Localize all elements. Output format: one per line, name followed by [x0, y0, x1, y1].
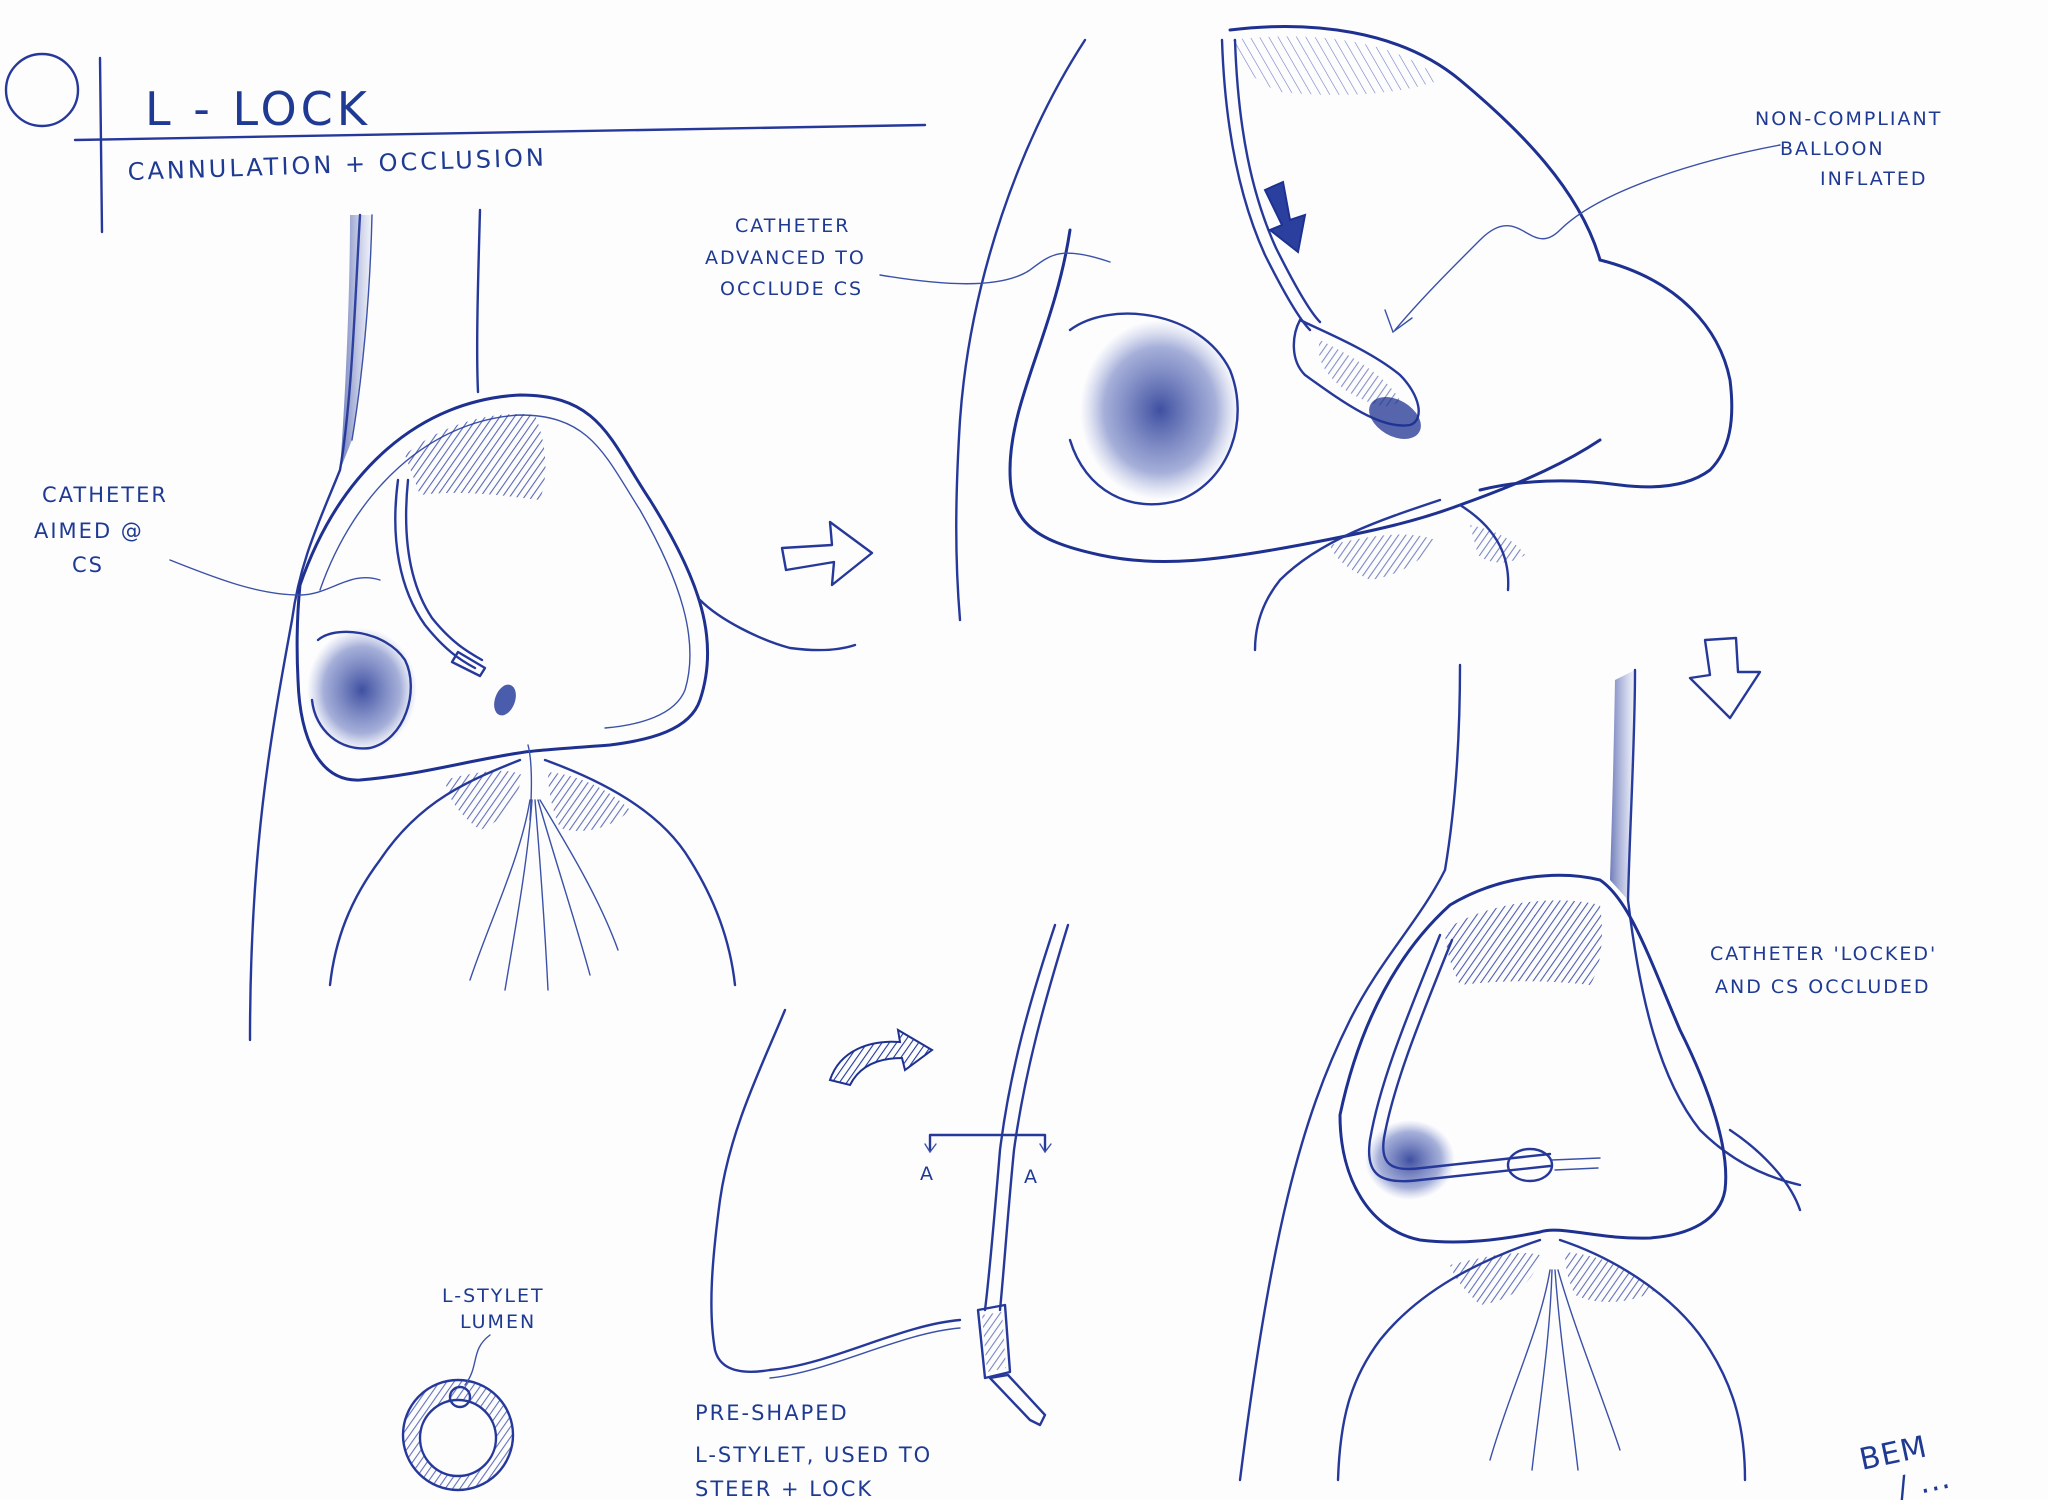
- leader-balloon-head: [1384, 309, 1413, 334]
- label-catheter-advanced-1: CATHETER: [735, 215, 851, 237]
- label-pre-shaped-2: L-STYLET, USED TO: [695, 1443, 932, 1467]
- crosshair-vertical: [98, 56, 104, 234]
- outer-wall-left: [955, 38, 1087, 622]
- stylet-shaft: [983, 923, 1057, 1312]
- cs-ostium-shade: [307, 628, 417, 752]
- label-catheter-aimed-2: AIMED @: [34, 519, 144, 543]
- solid-arrow-down-icon: [1263, 180, 1307, 254]
- curved-arrow-icon: [828, 1028, 934, 1087]
- label-balloon-1: NON-COMPLIANT: [1755, 108, 1942, 130]
- label-catheter-locked-2: AND CS OCCLUDED: [1715, 976, 1931, 998]
- hollow-arrow-right-icon: [780, 520, 874, 587]
- label-pre-shaped-1: PRE-SHAPED: [695, 1401, 849, 1425]
- catheter-locked-edge: [1382, 938, 1552, 1171]
- circle-crosshair-icon: [4, 52, 80, 128]
- atrium-roof-shade: [405, 414, 546, 500]
- atrium-top-shade: [1230, 36, 1440, 95]
- label-catheter-advanced-3: OCCLUDE CS: [720, 278, 863, 300]
- catheter-aimed-edge: [404, 478, 484, 662]
- atrium-roof-shade-3: [1445, 900, 1602, 985]
- balloon-shade: [1318, 340, 1400, 407]
- leader-catheter-aimed: [169, 559, 381, 596]
- cs-ostium-rim: [310, 630, 412, 750]
- stylet-wire-edge: [769, 1327, 961, 1379]
- header-rule: [73, 123, 927, 142]
- outer-wall-right-3: [1728, 1128, 1802, 1212]
- label-catheter-aimed-1: CATHETER: [42, 483, 168, 507]
- atrium-outline: [295, 393, 710, 782]
- vessel-wall-right: [475, 208, 482, 394]
- catheter-advanced-edge: [1233, 38, 1322, 324]
- stylet-balloon-shade: [982, 1312, 1006, 1372]
- lumen-inner: [418, 1398, 498, 1478]
- leader-catheter-advanced: [879, 252, 1111, 285]
- panel-catheter-locked: CATHETER 'LOCKED' AND CS OCCLUDED: [1238, 663, 1937, 1482]
- vessel-wall-left: [248, 213, 362, 1042]
- page-subtitle: CANNULATION + OCCLUSION: [127, 143, 547, 186]
- catheter-aimed-tip: [450, 650, 487, 678]
- vessel-shade-3: [1610, 670, 1635, 900]
- catheter-locked: [1367, 933, 1552, 1183]
- chordae-lines: [469, 799, 619, 991]
- valve-left-shade-3: [1450, 1253, 1540, 1305]
- lumen-wall-shade: [403, 1380, 513, 1490]
- panel-pre-shaped-stylet: A A PRE-SHAPED L-STYLET, USED TO STEER +…: [695, 923, 1070, 1501]
- stylet-wire: [768, 1318, 962, 1372]
- valve-right-shade-3: [1565, 1252, 1655, 1302]
- panel-catheter-advanced: CATHETER ADVANCED TO OCCLUDE CS NON-COMP…: [705, 25, 1942, 652]
- panel-catheter-aimed: CATHETER AIMED @ CS: [34, 208, 857, 1042]
- chordae-lines-3: [1489, 1269, 1621, 1471]
- cs-ostium-rim-2: [1068, 312, 1239, 506]
- catheter-aimed: [394, 478, 477, 670]
- catheter-tip-shade: [1369, 397, 1421, 439]
- label-pre-shaped-3: STEER + LOCK: [695, 1477, 873, 1500]
- section-marker-head-right: [1039, 1143, 1052, 1154]
- leader-balloon: [1394, 144, 1781, 331]
- valve-shade-2: [1330, 534, 1435, 580]
- page-title: L - LOCK: [145, 82, 371, 136]
- signature: BEM / ...: [1856, 1429, 1953, 1505]
- catheter-advanced: [1220, 38, 1312, 332]
- section-marker: [928, 1133, 1047, 1152]
- valve-right: [543, 758, 737, 987]
- vessel-wall-left-3: [1238, 663, 1462, 1482]
- stylet-wall-left: [710, 1008, 787, 1373]
- stylet-lumen-dot: [448, 1385, 472, 1409]
- leader-lumen: [464, 1334, 491, 1386]
- label-balloon-2: BALLOON: [1780, 138, 1885, 160]
- valve-left-shade: [445, 770, 522, 830]
- balloon-occluding: [1506, 1147, 1554, 1183]
- stylet-tip: [988, 1373, 1047, 1427]
- label-catheter-aimed-3: CS: [72, 553, 104, 577]
- hollow-arrow-down-icon: [1688, 636, 1762, 720]
- outer-wall-right: [698, 598, 857, 652]
- stylet-balloon: [976, 1303, 1012, 1380]
- small-ostium: [494, 684, 516, 716]
- label-lumen-1: L-STYLET: [442, 1285, 545, 1307]
- atrium-right-wall: [1478, 258, 1734, 492]
- label-catheter-advanced-2: ADVANCED TO: [705, 247, 866, 269]
- label-lumen-2: LUMEN: [460, 1311, 536, 1333]
- cs-ostium-shade-3: [1365, 1120, 1455, 1200]
- vessel-shade: [340, 215, 372, 470]
- valve-left-2: [1253, 498, 1442, 652]
- cs-ostium-shade-2: [1080, 320, 1240, 500]
- atrium-cap: [1228, 25, 1602, 262]
- stylet-shaft-edge: [998, 923, 1070, 1312]
- section-label-right: A: [1024, 1166, 1039, 1188]
- valve-right-shade: [548, 772, 630, 831]
- valve-right-3: [1558, 1238, 1747, 1482]
- catheter-locked-tip: [1551, 1157, 1601, 1171]
- label-balloon-3: INFLATED: [1820, 168, 1928, 190]
- atrium-top: [1008, 228, 1602, 564]
- header-block: L - LOCK CANNULATION + OCCLUSION: [4, 52, 927, 234]
- atrium-outline-3: [1338, 873, 1728, 1244]
- cross-section-lumen: L-STYLET LUMEN: [401, 1285, 545, 1492]
- section-label-left: A: [920, 1163, 935, 1185]
- section-marker-head-left: [924, 1143, 937, 1154]
- label-catheter-locked-1: CATHETER 'LOCKED': [1710, 943, 1937, 965]
- valve-shade-3: [1470, 525, 1525, 563]
